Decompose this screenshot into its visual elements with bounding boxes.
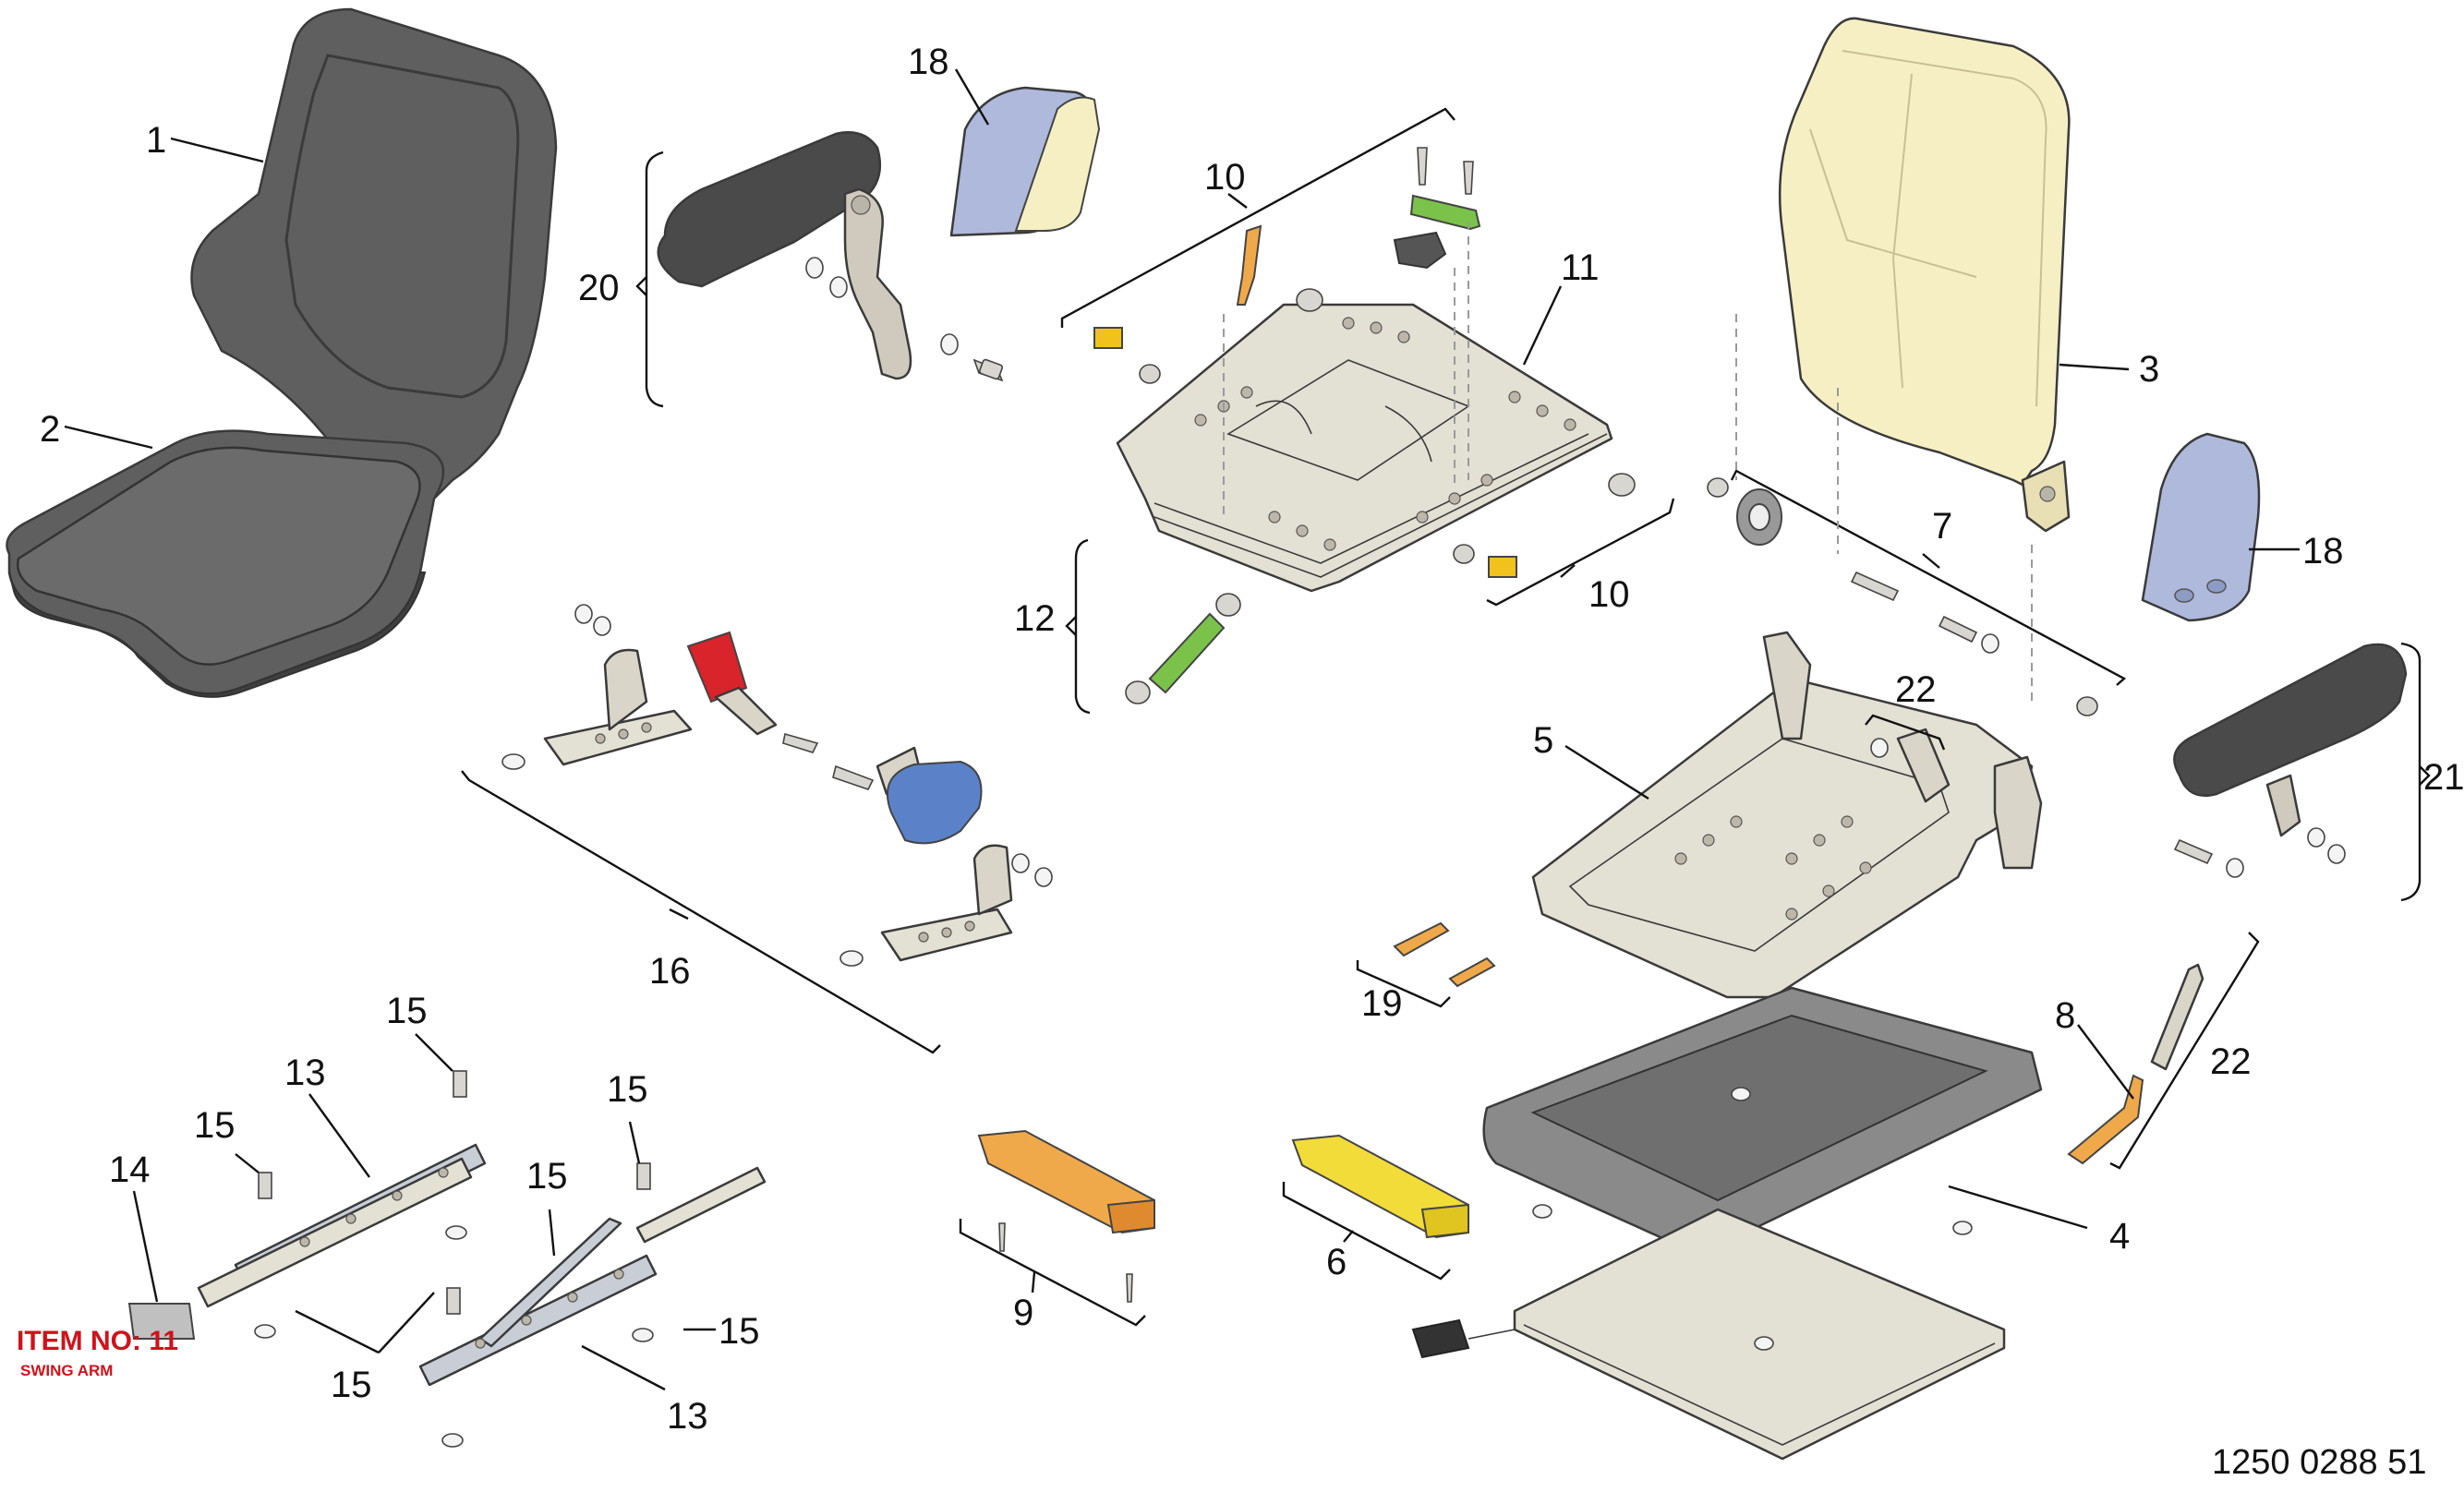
callout-6: 6 [1326,1242,1347,1282]
callout-15-e: 15 [719,1311,760,1352]
yellow-bracket[interactable] [1291,1134,1469,1239]
slide-rails-assembly[interactable] [127,1070,767,1448]
seat-cushion-top [16,446,421,666]
callout-22-bottom: 22 [2210,1041,2252,1082]
callout-15-c: 15 [607,1069,648,1110]
callout-4: 4 [2109,1216,2130,1257]
backrest-frame[interactable] [1778,17,2071,533]
callout-18-right: 18 [2302,531,2344,572]
armrest-left-pad [657,131,882,288]
callout-15-d: 15 [526,1156,568,1197]
callout-12: 12 [1014,598,1056,639]
callout-15-a: 15 [194,1105,236,1146]
green-strap-bracket [1409,194,1481,231]
callout-15-f: 15 [331,1365,372,1405]
callout-10-bottom: 10 [1588,574,1630,615]
callout-3: 3 [2139,349,2159,390]
seat-pan[interactable] [1531,631,2043,999]
callout-11: 11 [1561,247,1600,288]
bracket-22-upper[interactable] [1870,728,1951,803]
plate-holes [1194,317,1576,551]
swing-arm-plate-assembly[interactable] [1093,147,1636,593]
seat-cushion-assembly[interactable] [6,7,558,698]
callout-21: 21 [2423,757,2464,798]
swing-rod [478,1217,622,1348]
callout-15-b: 15 [386,991,428,1031]
pivot-hardware[interactable] [1707,477,2098,716]
right-side-panel[interactable] [2141,432,2261,622]
callout-5: 5 [1533,720,1553,761]
orange-bracket[interactable] [977,1129,1155,1303]
suspension-base[interactable] [1411,986,2043,1461]
swing-arm-link [1236,224,1262,306]
item-tag-subtitle: SWING ARM [20,1362,113,1379]
swing-arm-base-plate [1116,303,1613,593]
red-buckle [686,631,748,704]
callout-2: 2 [40,409,60,450]
callout-13-bottom: 13 [667,1396,708,1437]
callout-16: 16 [649,951,691,992]
callout-13-top: 13 [284,1053,326,1093]
seat-cushion-side [8,572,427,698]
drawing-number: 1250 0288 51 [2212,1443,2426,1482]
dark-handle-block [1393,231,1447,270]
lever-22[interactable] [2067,963,2204,1165]
left-side-panel[interactable] [949,86,1101,237]
callout-19: 19 [1361,983,1403,1024]
callout-8: 8 [2055,995,2075,1036]
right-armrest-assembly[interactable] [2173,643,2408,878]
callout-10-top: 10 [1204,157,1246,198]
callout-20: 20 [578,268,620,308]
belt-bracket-upper [543,709,693,766]
armrest-left-bracket [843,187,912,380]
backrest-inner-panel [284,54,520,399]
callout-14: 14 [109,1149,151,1190]
lever-19[interactable] [1393,921,1496,988]
clip-lower [1488,556,1517,578]
callout-7: 7 [1932,506,1952,547]
callout-18-left: 18 [908,42,949,82]
swing-arm-pad [127,1303,196,1340]
clip-upper [1093,327,1123,349]
green-damper[interactable] [1125,593,1241,704]
callout-9: 9 [1013,1293,1033,1333]
callout-1: 1 [146,120,166,161]
left-armrest-assembly[interactable] [657,131,1004,382]
seat-belt-assembly[interactable] [501,604,1053,967]
blue-retractor [887,760,983,845]
item-tag: ITEM NO: 11 SWING ARM [17,1326,178,1379]
callout-22-top: 22 [1895,669,1937,710]
backrest-cushion[interactable] [190,7,558,506]
item-tag-title: ITEM NO: 11 [17,1326,178,1356]
